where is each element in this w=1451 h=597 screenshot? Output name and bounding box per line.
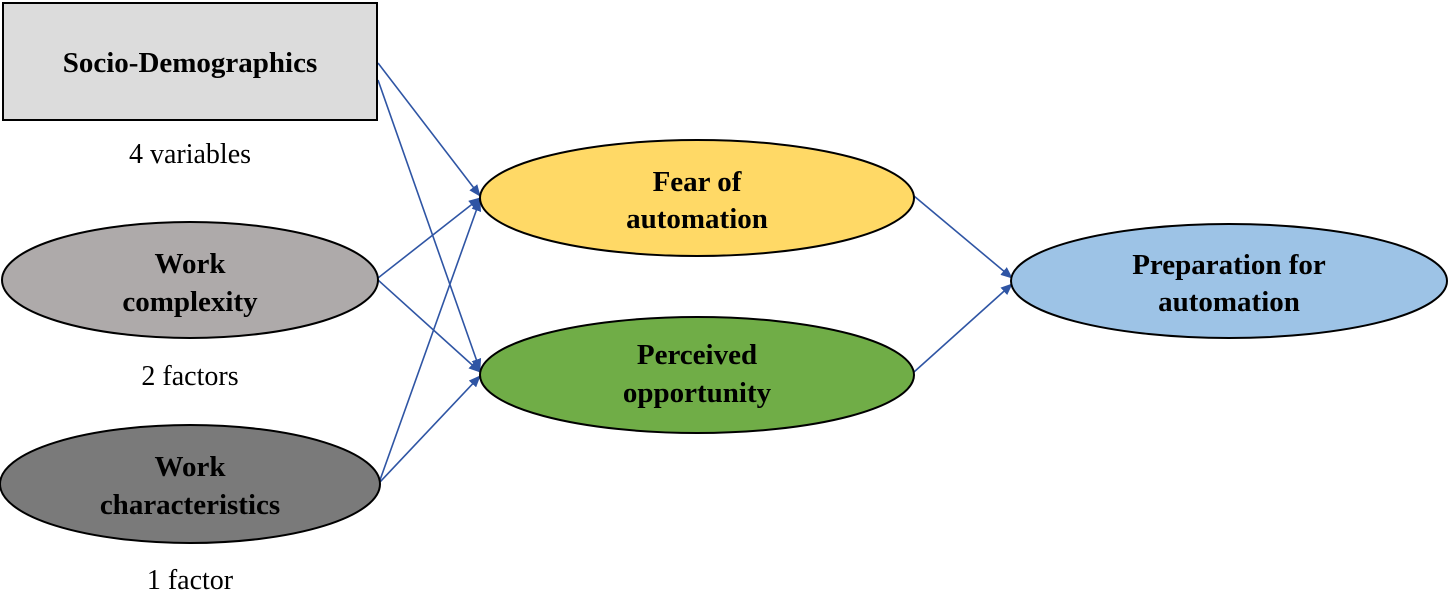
edge-characteristics-to-opportunity xyxy=(379,375,481,483)
preparation-for-automation-label-line1: Preparation for xyxy=(1132,249,1326,281)
node-perceived-opportunity: Perceived opportunity xyxy=(479,316,915,434)
node-work-complexity: Work complexity xyxy=(1,221,379,339)
edges xyxy=(377,62,1013,483)
edge-socio-to-fear xyxy=(377,62,481,197)
perceived-opportunity-label-line2: opportunity xyxy=(623,377,772,409)
preparation-for-automation-ellipse xyxy=(1010,223,1448,339)
work-characteristics-label-line1: Work xyxy=(155,451,227,483)
work-complexity-label-line1: Work xyxy=(155,248,227,280)
edge-socio-to-opportunity xyxy=(377,79,482,371)
preparation-for-automation-label-line2: automation xyxy=(1158,286,1300,318)
work-characteristics-ellipse xyxy=(0,424,381,544)
node-work-characteristics: Work characteristics xyxy=(0,424,381,544)
edge-opportunity-to-preparation xyxy=(913,283,1013,373)
edge-fear-to-preparation xyxy=(913,195,1013,279)
fear-of-automation-ellipse xyxy=(479,139,915,257)
socio-demographics-box xyxy=(2,2,378,121)
perceived-opportunity-label-line1: Perceived xyxy=(637,339,757,371)
fear-of-automation-label-line2: automation xyxy=(626,203,768,235)
work-characteristics-label-line2: characteristics xyxy=(100,489,280,521)
socio-demographics-caption: 4 variables xyxy=(129,139,251,170)
work-complexity-caption: 2 factors xyxy=(141,361,238,392)
perceived-opportunity-ellipse xyxy=(479,316,915,434)
fear-of-automation-label-line1: Fear of xyxy=(653,166,742,198)
node-socio-demographics: Socio-Demographics xyxy=(2,2,378,121)
node-preparation-for-automation: Preparation for automation xyxy=(1010,223,1448,339)
work-characteristics-caption: 1 factor xyxy=(147,565,234,596)
work-complexity-ellipse xyxy=(1,221,379,339)
work-complexity-label-line2: complexity xyxy=(122,286,258,318)
edge-characteristics-to-fear xyxy=(379,199,482,481)
socio-demographics-label: Socio-Demographics xyxy=(63,47,318,79)
edge-complexity-to-fear xyxy=(377,197,481,279)
node-fear-of-automation: Fear of automation xyxy=(479,139,915,257)
edge-complexity-to-opportunity xyxy=(377,279,481,373)
